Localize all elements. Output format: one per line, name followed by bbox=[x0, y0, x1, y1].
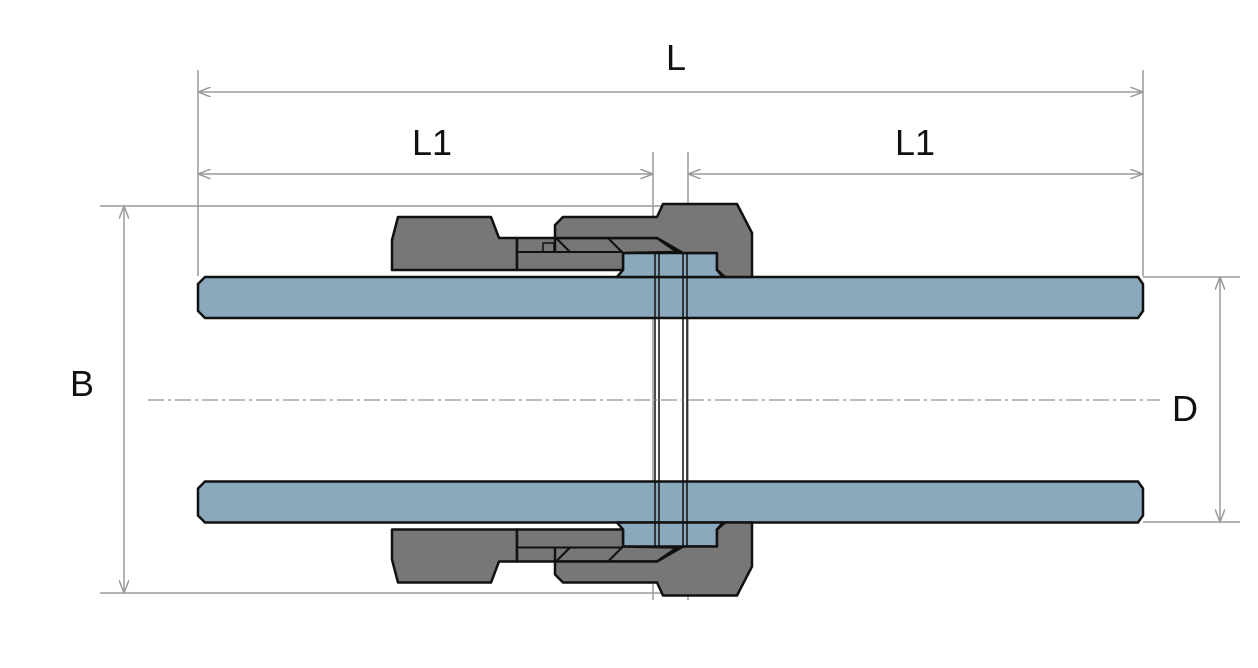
pipe-flange bbox=[614, 251, 726, 279]
left-nut bbox=[390, 215, 519, 272]
label-D: D bbox=[1172, 388, 1198, 429]
fitting-lower-half bbox=[196, 480, 1145, 597]
label-L1-right: L1 bbox=[895, 122, 936, 163]
fitting-upper-half bbox=[196, 202, 1145, 320]
pipe-wall bbox=[196, 275, 1145, 320]
union-nut bbox=[553, 202, 754, 279]
label-L1-left: L1 bbox=[412, 122, 453, 163]
label-L: L bbox=[666, 37, 687, 78]
label-B: B bbox=[70, 363, 95, 404]
